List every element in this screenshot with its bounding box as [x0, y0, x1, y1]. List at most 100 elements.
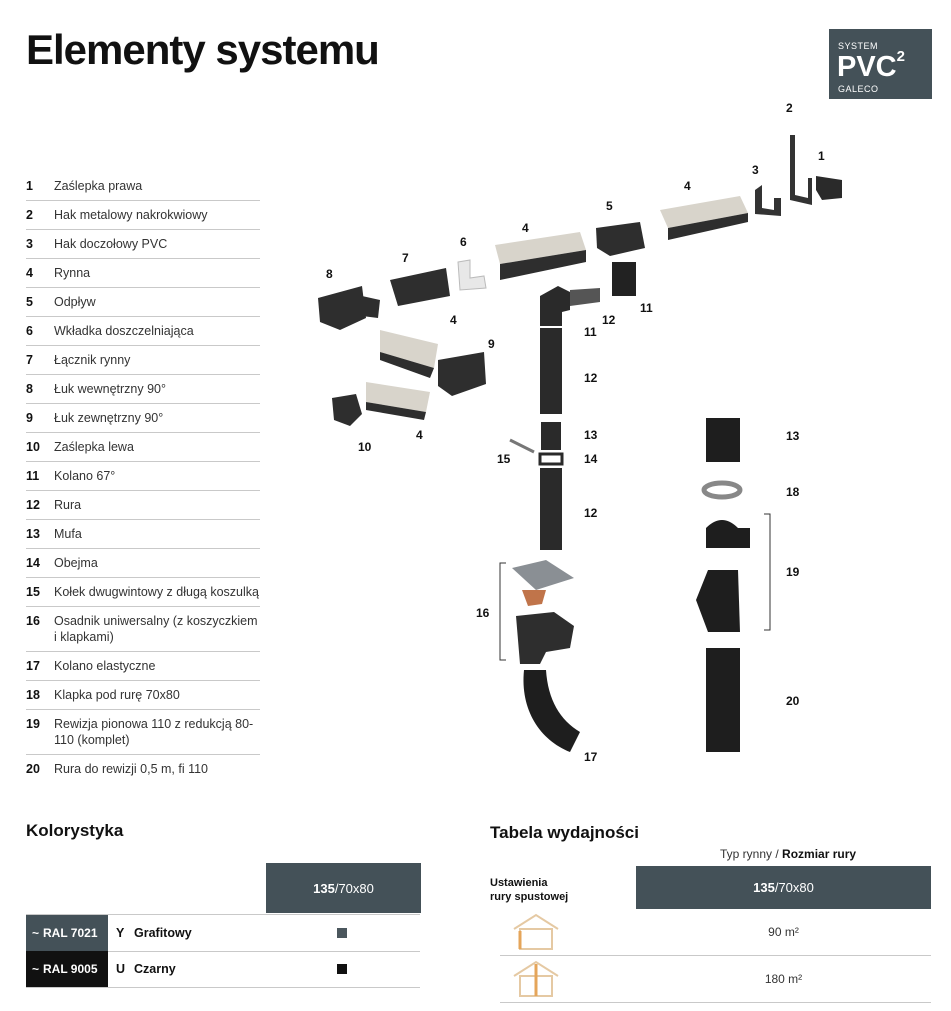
color-letter: Y — [116, 926, 125, 940]
callout-label: 1 — [818, 149, 825, 163]
callout-label: 20 — [786, 694, 800, 708]
callout-label: 19 — [786, 565, 800, 579]
gutter-part — [660, 196, 748, 228]
page-title: Elementy systemu — [26, 26, 380, 73]
performance-value: 180 m² — [764, 972, 803, 986]
connector-part — [390, 268, 450, 306]
logo-pvc-text: PVC2 — [837, 48, 905, 83]
flap-part — [701, 480, 743, 500]
flexible-elbow-part — [523, 670, 580, 752]
system-logo: SYSTEM PVC2 GALECO — [829, 29, 932, 99]
end-cap-right-part — [816, 176, 842, 200]
logo-galeco-text: GALECO — [838, 84, 879, 94]
callout-label: 9 — [488, 337, 495, 351]
diagram-callouts: 2 1 3 4 5 4 6 7 8 4 9 11 12 11 12 13 15 … — [326, 101, 825, 764]
house-two-downpipes-icon — [513, 960, 559, 997]
callout-label: 15 — [497, 452, 511, 466]
performance-row: 90 m² — [500, 909, 931, 956]
revision-part — [696, 570, 740, 632]
colors-column-header: 135/70x80 — [266, 863, 421, 913]
color-letter: U — [116, 962, 126, 976]
bracket-16 — [499, 562, 506, 661]
logo-system-text: SYSTEM — [838, 41, 879, 51]
outlet-part — [596, 222, 645, 256]
callout-label: 11 — [640, 301, 653, 315]
color-swatch — [337, 928, 347, 938]
gutter-part — [495, 232, 586, 264]
callout-label: 4 — [416, 428, 423, 442]
callout-label: 4 — [684, 179, 691, 193]
pipe-part — [540, 468, 562, 550]
gully-part — [516, 612, 574, 664]
house-one-downpipe-icon — [513, 913, 559, 950]
gutter-part — [366, 382, 430, 412]
callout-label: 13 — [786, 429, 800, 443]
callout-label: 4 — [522, 221, 529, 235]
callout-label: 10 — [358, 440, 372, 454]
colors-heading: Kolorystyka — [26, 821, 124, 840]
color-row: ~RAL 7021 Y Grafitowy — [26, 914, 420, 952]
bracket-19 — [764, 513, 771, 631]
basket-part — [522, 590, 546, 606]
performance-row: 180 m² — [500, 956, 931, 1003]
socket-part — [706, 418, 740, 462]
outer-corner-part — [438, 352, 486, 396]
callout-label: 13 — [584, 428, 598, 442]
callout-label: 8 — [326, 267, 333, 281]
gutter-parts — [318, 135, 842, 426]
callout-label: 3 — [752, 163, 759, 177]
callout-label: 12 — [602, 313, 616, 327]
callout-label: 12 — [584, 371, 598, 385]
callout-label: 18 — [786, 485, 800, 499]
gutter-type-label: Typ rynny / Rozmiar rury — [720, 847, 857, 861]
ral-badge: ~RAL 7021 — [26, 915, 108, 951]
color-name: Grafitowy — [134, 926, 192, 940]
grate-part — [512, 560, 574, 590]
callout-label: 2 — [786, 101, 793, 115]
callout-label: 7 — [402, 251, 409, 265]
performance-heading: Tabela wydajności — [490, 823, 639, 842]
metal-hook-part — [790, 135, 812, 205]
callout-label: 12 — [584, 506, 598, 520]
system-diagram: 2 1 3 4 5 4 6 7 8 4 9 11 12 11 12 13 15 … — [318, 101, 842, 764]
gutter-part — [380, 330, 438, 368]
end-cap-left-part — [332, 394, 362, 426]
performance-value: 90 m² — [768, 925, 799, 939]
revision-parts — [696, 418, 771, 752]
inner-corner-part — [318, 286, 366, 330]
revision-pipe-part — [706, 648, 740, 752]
color-name: Czarny — [134, 962, 176, 976]
pvc-hook-part — [755, 185, 781, 216]
callout-label: 6 — [460, 235, 467, 249]
callout-label: 17 — [584, 750, 598, 764]
color-row: ~RAL 9005 U Czarny — [26, 951, 420, 988]
elbow-part — [540, 286, 570, 326]
callout-label: 4 — [450, 313, 457, 327]
color-swatch — [337, 964, 347, 974]
screw-part — [509, 438, 535, 454]
callout-label: 16 — [476, 606, 490, 620]
pipe-part — [540, 328, 562, 414]
performance-column-header: 135/70x80 — [636, 866, 931, 909]
